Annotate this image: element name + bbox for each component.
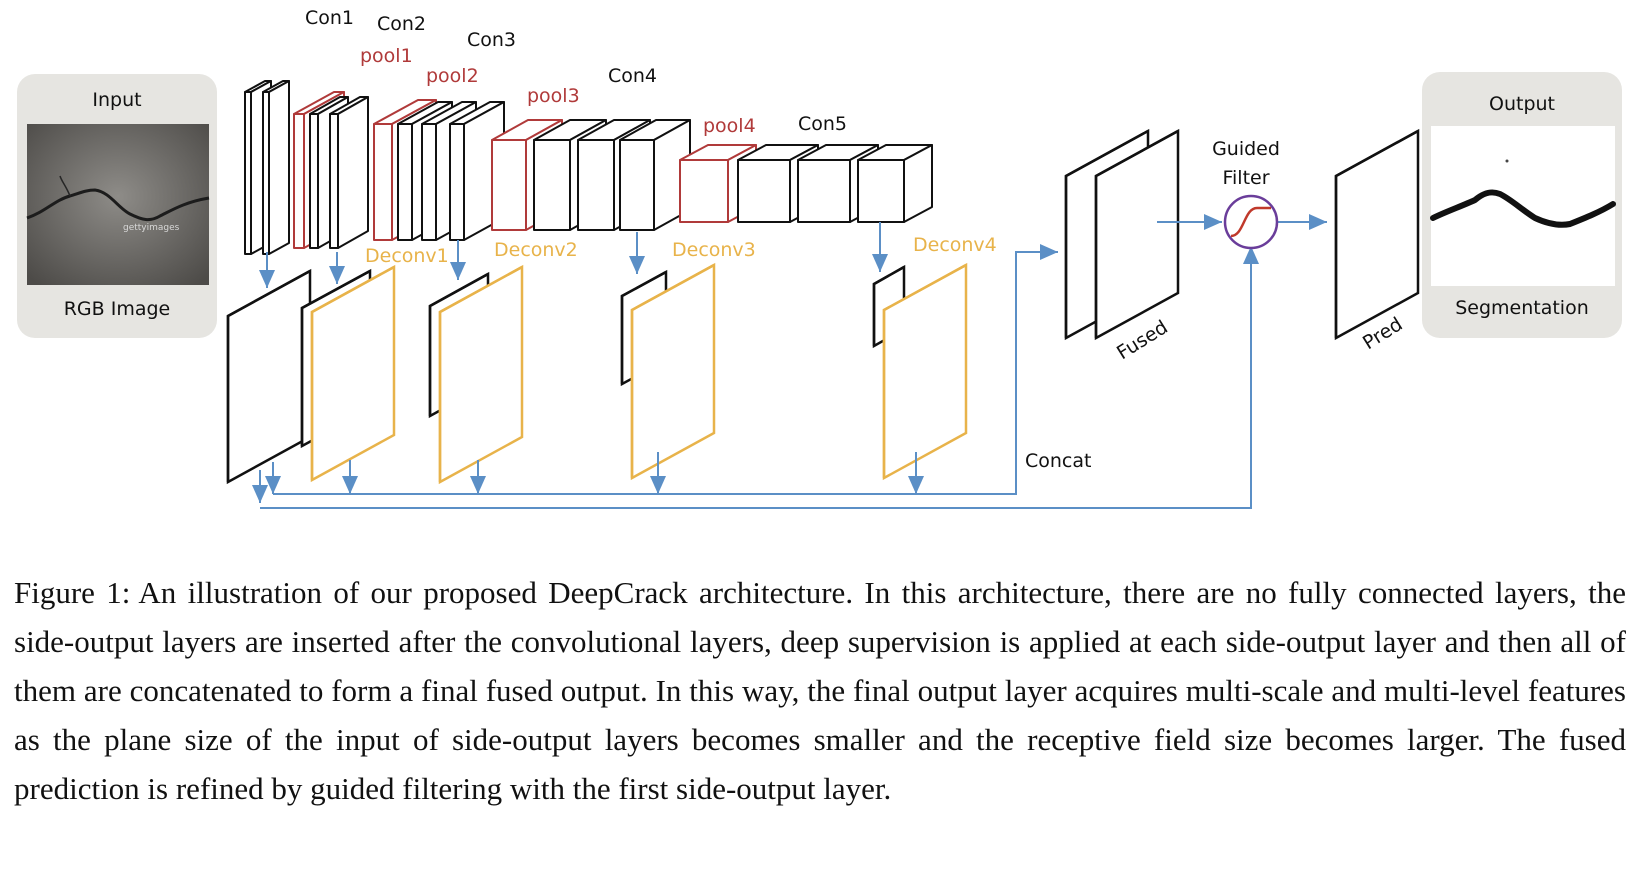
deconv4-plane	[882, 262, 968, 481]
input-image-watermark: gettyimages	[123, 223, 180, 233]
input-subtitle: RGB Image	[64, 298, 171, 320]
conv1-label: Con1	[305, 7, 354, 29]
deconv1-plane	[310, 264, 396, 483]
guided-filter-label-line2: Filter	[1222, 167, 1269, 189]
deconv4-label: Deconv4	[913, 234, 997, 256]
pred-plane-1	[1334, 128, 1420, 341]
input-crack-image: gettyimages	[26, 124, 210, 285]
conv2-block-2	[329, 96, 369, 249]
figure-caption-text: An illustration of our proposed DeepCrac…	[14, 575, 1626, 806]
input-title: Input	[92, 89, 141, 111]
conv2-label: Con2	[377, 13, 426, 35]
conv5-block-3	[857, 144, 933, 223]
deepcrack-architecture-diagram: Input gettyimages RGB Image Output Segme…	[17, 7, 1622, 509]
deconv2-label: Deconv2	[494, 239, 578, 261]
conv1-block-2	[262, 80, 290, 255]
flow-arrows	[252, 214, 1327, 509]
output-segmentation-image	[1430, 126, 1616, 286]
layer-labels: Con1 Con2 Con3 Con4 Con5 pool1 pool2 poo…	[305, 7, 1407, 472]
conv3-label: Con3	[467, 29, 516, 51]
figure-label: Figure 1:	[14, 575, 131, 610]
conv5-label: Con5	[798, 113, 847, 135]
deconv3-label: Deconv3	[672, 239, 756, 261]
output-panel: Output Segmentation	[1422, 72, 1622, 338]
output-subtitle: Segmentation	[1455, 297, 1589, 319]
deconv3-plane	[630, 262, 716, 481]
guided-filter: Guided Filter	[1212, 138, 1280, 250]
pool4-label: pool4	[703, 115, 756, 137]
deconv1-label: Deconv1	[365, 245, 449, 267]
output-title: Output	[1489, 93, 1555, 115]
figure-caption: Figure 1:An illustration of our proposed…	[14, 568, 1626, 813]
deconv2-plane	[438, 264, 524, 485]
fused-plane-2	[1094, 128, 1180, 341]
pool1-label: pool1	[360, 45, 413, 67]
fused-planes	[1064, 128, 1180, 341]
side-output-1-plane	[226, 268, 312, 485]
pool2-label: pool2	[426, 65, 479, 87]
pred-plane	[1334, 128, 1420, 341]
side-output-planes	[226, 262, 968, 485]
concat-label: Concat	[1025, 450, 1091, 472]
input-panel: Input gettyimages RGB Image	[17, 74, 217, 338]
pool3-label: pool3	[527, 85, 580, 107]
guided-filter-label-line1: Guided	[1212, 138, 1280, 160]
conv4-label: Con4	[608, 65, 657, 87]
encoder-layers	[244, 80, 933, 255]
